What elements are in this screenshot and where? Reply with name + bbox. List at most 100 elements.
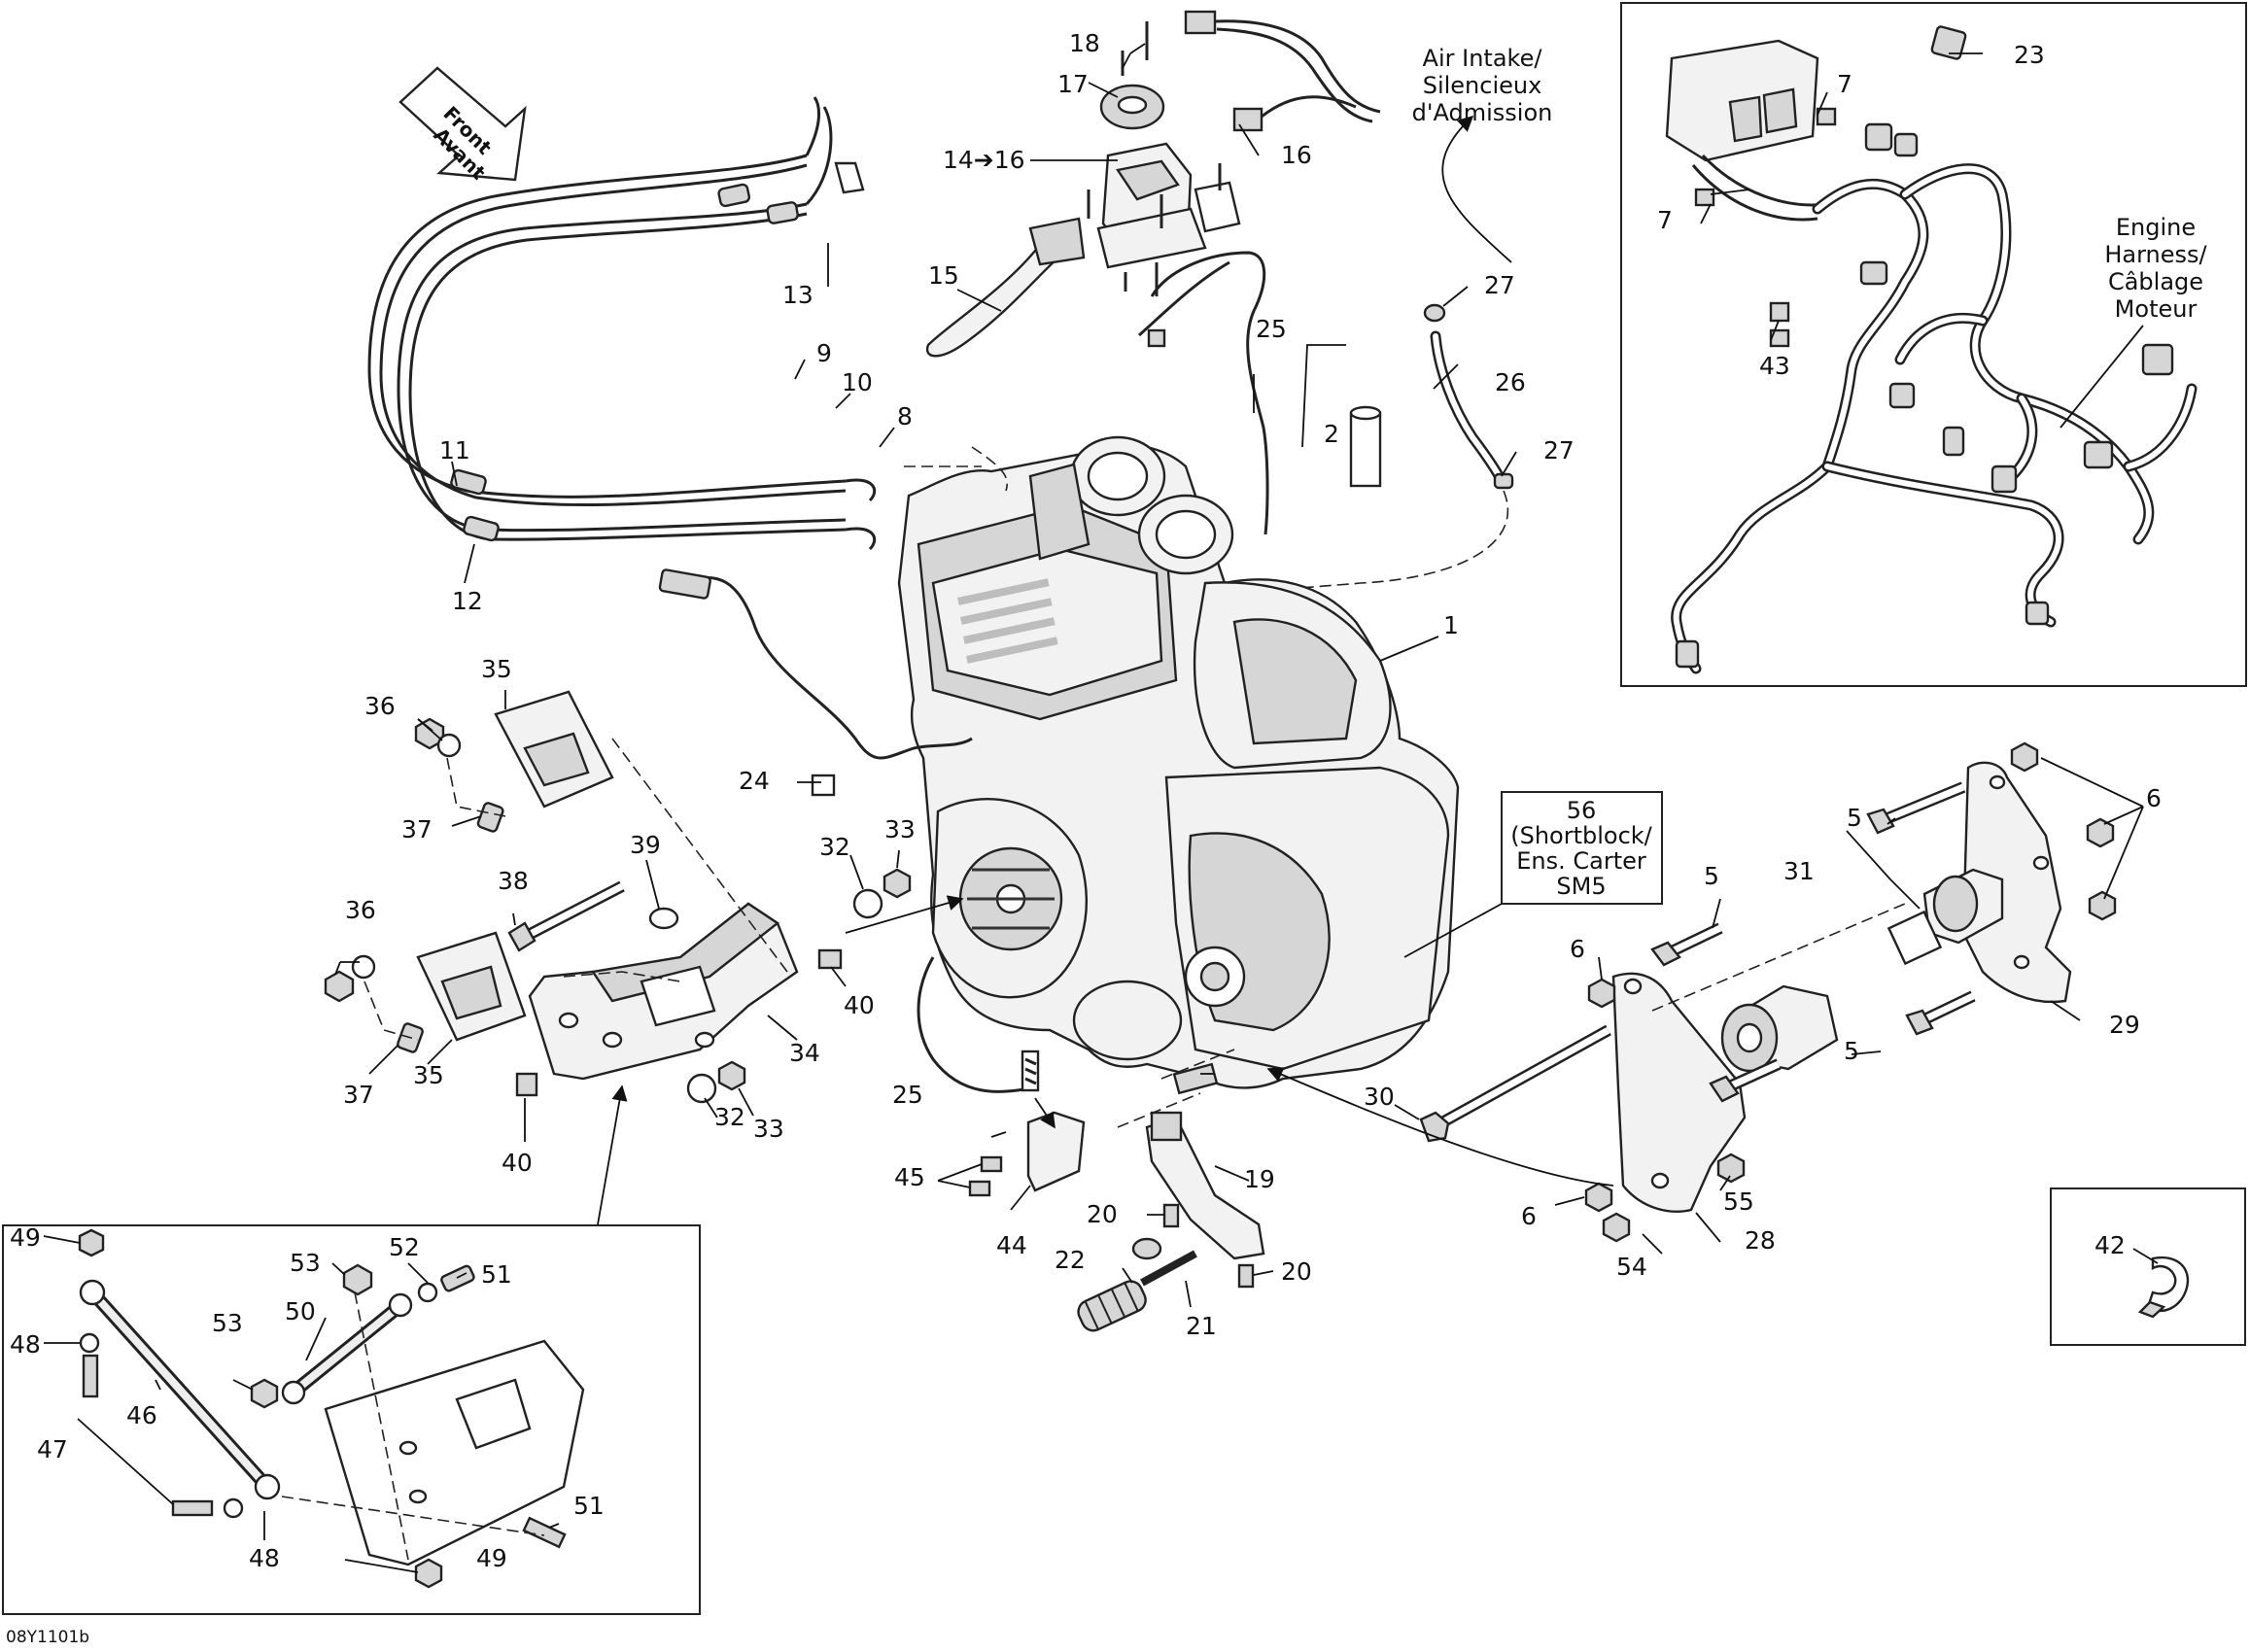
callout-numbers: 1 2 5 5 5 6 6 6 7 7 8 9 10 11 12 13 14➔1… xyxy=(10,29,2162,1572)
callout-label: 49 xyxy=(10,1223,41,1252)
callout-label: 54 xyxy=(1616,1253,1647,1281)
callout-label: 28 xyxy=(1745,1226,1776,1255)
air-intake-line2: Silencieux xyxy=(1423,72,1542,99)
clamp-inset-frame xyxy=(2050,1187,2246,1346)
callout-label: 10 xyxy=(842,368,873,396)
callout-label: 22 xyxy=(1055,1246,1086,1274)
throttle-housing-assembly xyxy=(925,10,1381,535)
callout-label: 16 xyxy=(1281,141,1312,169)
diagram-code: 08Y1101b xyxy=(6,1628,89,1647)
callout-label: 46 xyxy=(126,1401,157,1429)
callout-label: 37 xyxy=(343,1081,374,1109)
callout-label: 25 xyxy=(892,1081,923,1109)
callout-label: 6 xyxy=(1521,1202,1537,1230)
callout-label: 21 xyxy=(1186,1312,1217,1340)
shortblock-callout-line3: Ens. Carter xyxy=(1516,847,1646,875)
callout-label: 32 xyxy=(819,833,850,861)
callout-label: 5 xyxy=(1847,804,1862,832)
callout-label: 14➔16 xyxy=(943,146,1025,174)
callout-label: 51 xyxy=(481,1260,512,1289)
callout-label: 30 xyxy=(1364,1083,1395,1111)
callout-label: 24 xyxy=(739,767,770,795)
callout-label: 27 xyxy=(1543,436,1575,465)
callout-label: 6 xyxy=(1570,935,1585,963)
air-intake-callout: Air Intake/ Silencieux d'Admission xyxy=(1412,45,1553,126)
callout-label: 42 xyxy=(2094,1231,2126,1259)
callout-label: 40 xyxy=(502,1149,533,1177)
air-intake-hose xyxy=(1214,115,1514,596)
callout-label: 48 xyxy=(10,1330,41,1359)
callout-label: 47 xyxy=(37,1435,68,1463)
callout-label: 45 xyxy=(894,1163,925,1191)
callout-label: 50 xyxy=(285,1297,316,1325)
callout-label: 35 xyxy=(413,1061,444,1089)
callout-label: 7 xyxy=(1657,206,1673,234)
callout-label: 48 xyxy=(249,1544,280,1572)
callout-label: 36 xyxy=(364,692,396,720)
callout-label: 33 xyxy=(753,1115,784,1143)
air-intake-line3: d'Admission xyxy=(1412,99,1553,126)
callout-label: 29 xyxy=(2109,1011,2140,1039)
callout-label: 13 xyxy=(782,281,813,309)
callout-label: 44 xyxy=(996,1231,1027,1259)
callout-label: 23 xyxy=(2014,41,2045,69)
callout-label: 32 xyxy=(714,1103,745,1131)
callout-label: 18 xyxy=(1069,29,1100,57)
callout-label: 49 xyxy=(476,1544,507,1572)
callout-label: 25 xyxy=(1256,315,1287,343)
callout-label: 26 xyxy=(1495,368,1526,396)
right-mount-assembly xyxy=(1266,741,2117,1243)
shortblock-callout-line4: SM5 xyxy=(1556,873,1606,900)
callout-label: 53 xyxy=(212,1309,243,1337)
callout-label: 35 xyxy=(481,655,512,683)
callout-label: 12 xyxy=(452,587,483,615)
callout-label: 7 xyxy=(1837,70,1852,98)
callout-label: 36 xyxy=(345,896,376,924)
left-mount-bracket-assembly xyxy=(324,690,964,1225)
callout-label: 6 xyxy=(2146,784,2162,812)
engine-harness-line3: Câblage xyxy=(2108,268,2203,295)
callout-label: 34 xyxy=(789,1039,820,1067)
callout-label: 43 xyxy=(1759,352,1790,380)
callout-label: 40 xyxy=(844,991,875,1019)
callout-label: 20 xyxy=(1281,1257,1312,1286)
shift-linkage-assembly xyxy=(917,956,1265,1332)
engine-assembly xyxy=(658,435,1460,1095)
engine-harness-line2: Harness/ xyxy=(2104,241,2207,268)
callout-label: 37 xyxy=(401,815,433,843)
callout-label: 5 xyxy=(1844,1037,1859,1065)
engine-harness-detail xyxy=(1665,25,2198,674)
shortblock-callout-line1: 56 xyxy=(1567,797,1597,824)
front-direction-arrow: Front Avant xyxy=(398,66,527,185)
callout-label: 15 xyxy=(928,261,959,290)
engine-harness-line4: Moteur xyxy=(2115,295,2198,323)
shortblock-callout-line2: (Shortblock/ xyxy=(1510,822,1652,849)
callout-label: 8 xyxy=(897,402,913,430)
callout-label: 55 xyxy=(1723,1187,1754,1216)
callout-label: 51 xyxy=(573,1492,605,1520)
callout-label: 1 xyxy=(1443,611,1459,639)
callout-label: 19 xyxy=(1244,1165,1275,1193)
callout-label: 39 xyxy=(630,831,661,859)
leader-lines xyxy=(43,43,2159,1573)
callout-label: 33 xyxy=(884,815,916,843)
callout-label: 11 xyxy=(439,436,470,465)
callout-label: 17 xyxy=(1057,70,1089,98)
air-intake-line1: Air Intake/ xyxy=(1423,45,1543,72)
callout-label: 52 xyxy=(389,1233,420,1261)
shortblock-callout: 56 (Shortblock/ Ens. Carter SM5 xyxy=(1403,791,1663,958)
callout-label: 2 xyxy=(1324,420,1339,448)
throttle-cables xyxy=(367,96,877,551)
callout-label: 5 xyxy=(1704,862,1719,890)
callout-label: 27 xyxy=(1484,271,1515,299)
callout-label: 31 xyxy=(1783,857,1815,885)
callout-label: 38 xyxy=(498,867,529,895)
rear-mount-detail xyxy=(78,1228,585,1589)
engine-harness-line1: Engine xyxy=(2116,214,2196,241)
clamp-detail xyxy=(2137,1256,2190,1319)
callout-label: 9 xyxy=(816,339,832,367)
engine-harness-callout: Engine Harness/ Câblage Moteur xyxy=(2060,214,2208,429)
callout-label: 53 xyxy=(290,1249,321,1277)
callout-label: 20 xyxy=(1087,1200,1118,1228)
